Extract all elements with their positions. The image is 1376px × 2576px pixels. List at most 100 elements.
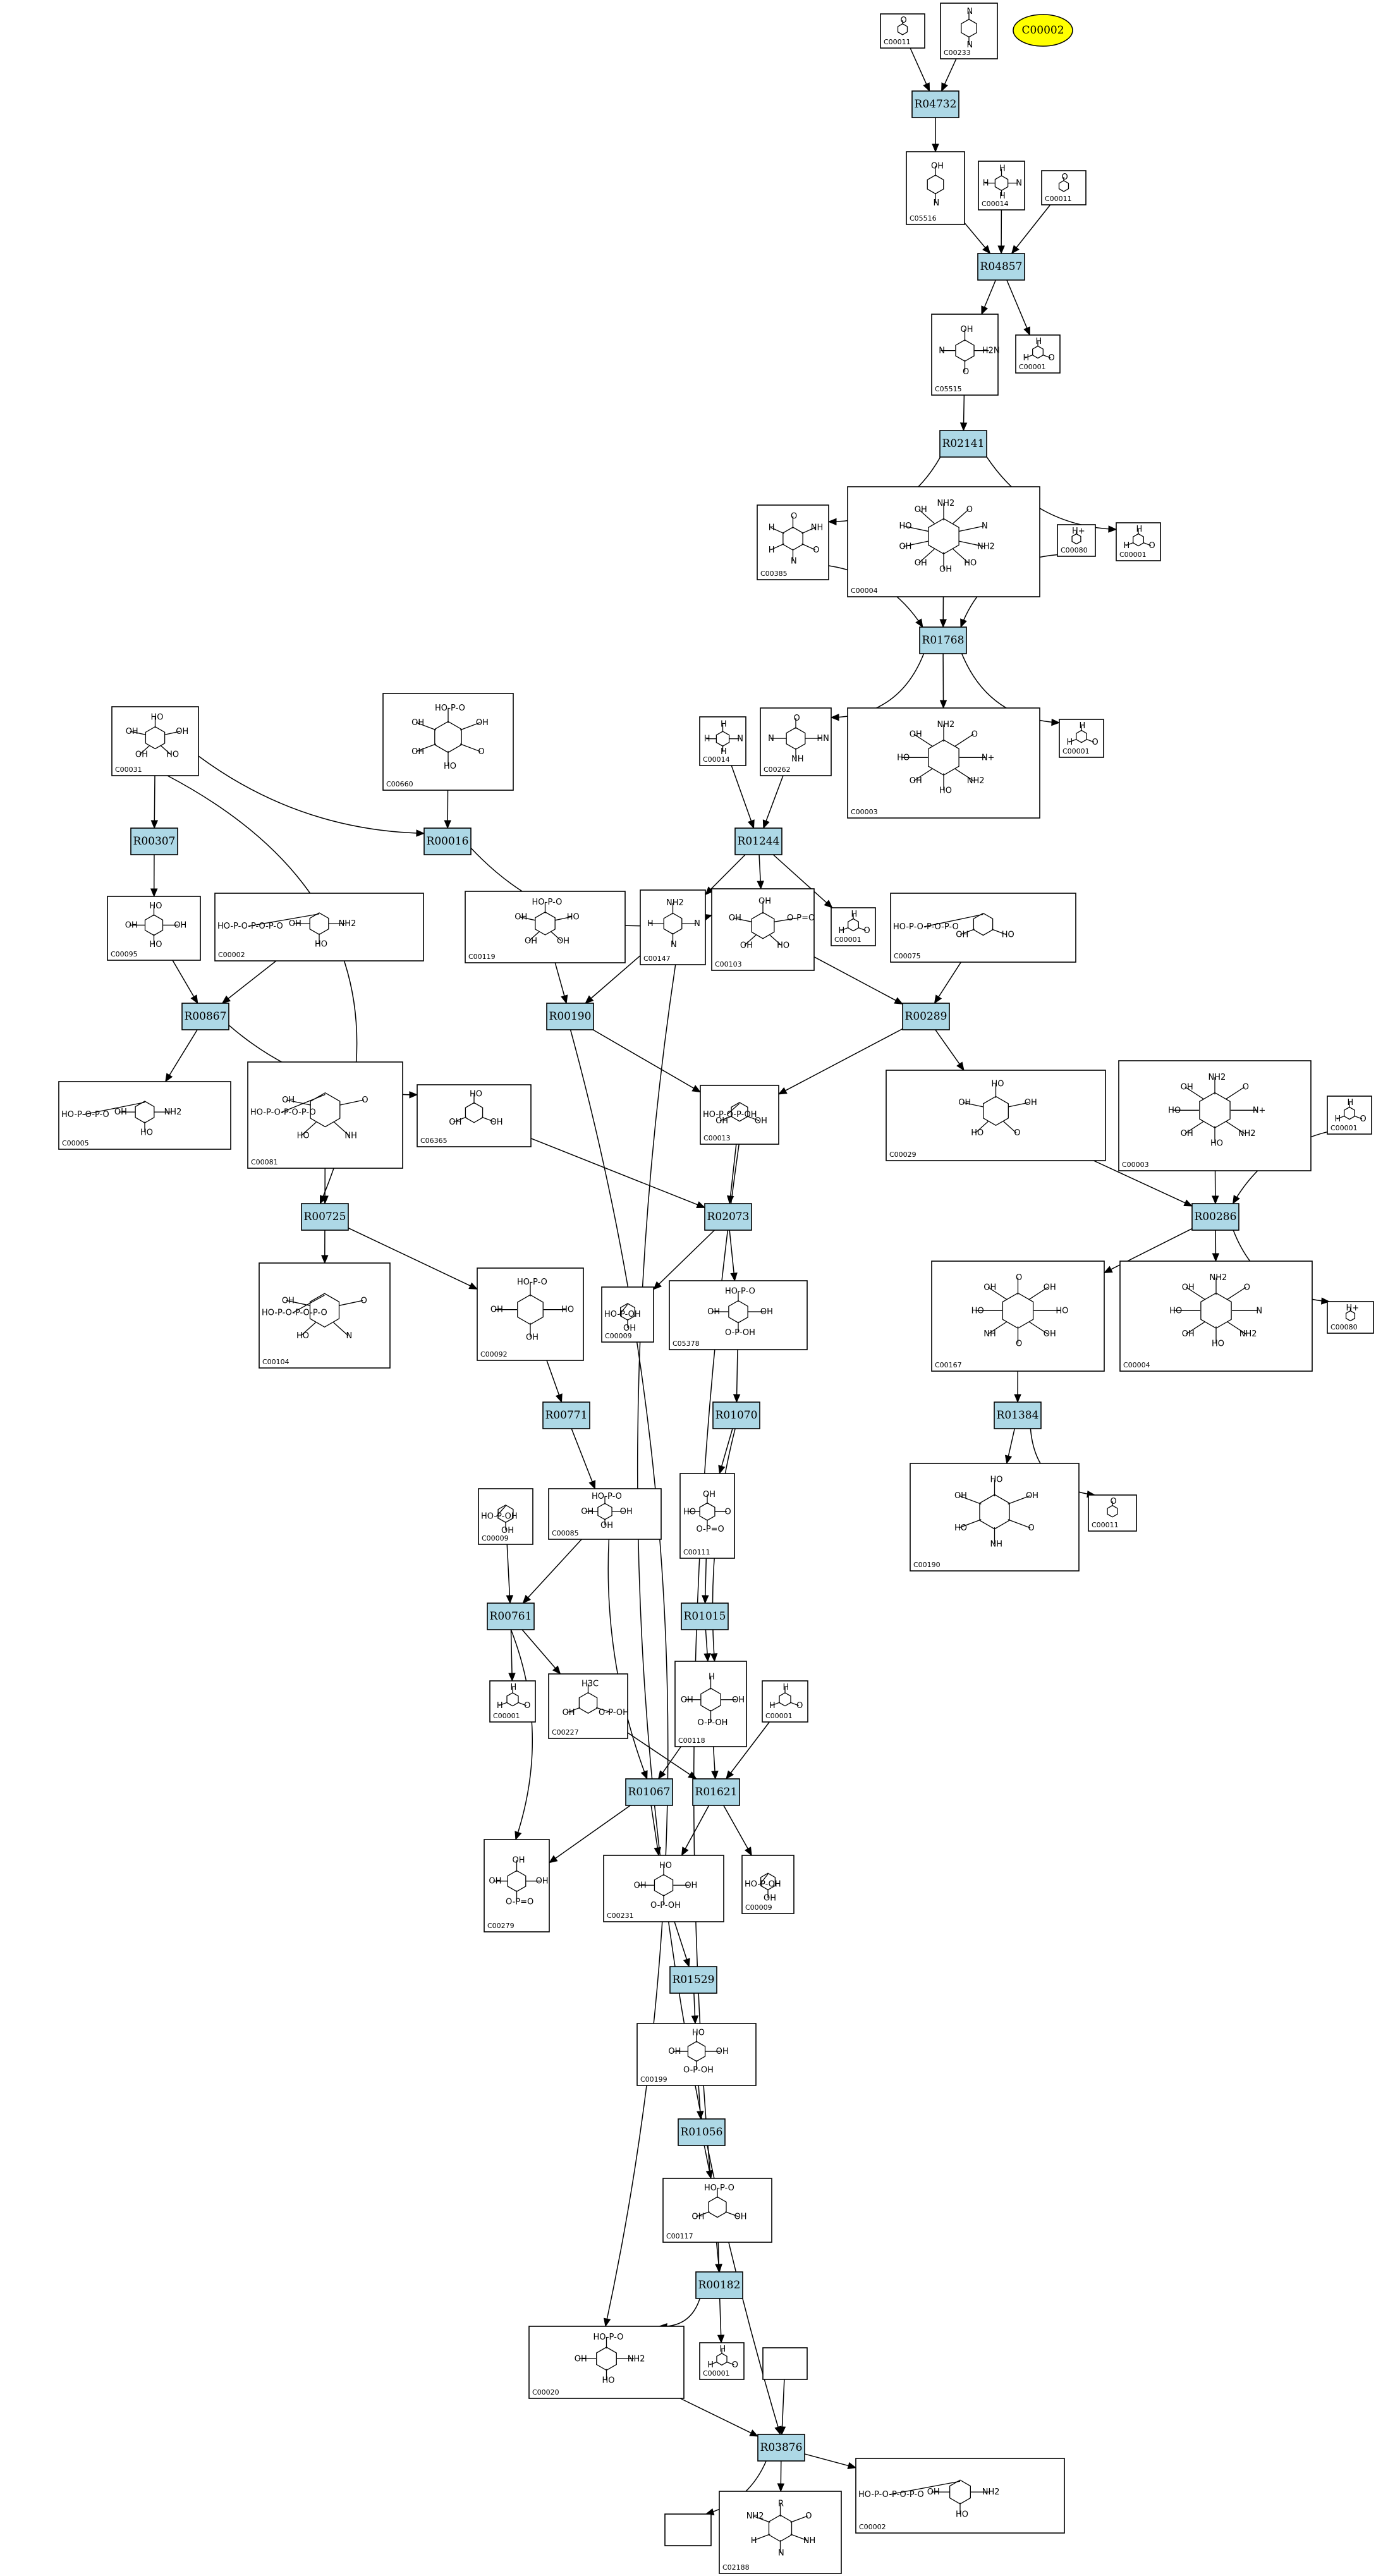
arrowhead xyxy=(150,820,159,829)
reaction-r02141[interactable]: R02141 xyxy=(939,430,987,458)
reaction-r01244[interactable]: R01244 xyxy=(734,827,782,855)
reaction-r03876[interactable]: R03876 xyxy=(757,2434,805,2462)
compound-id-label: C00011 xyxy=(1045,195,1072,203)
reaction-r00182[interactable]: R00182 xyxy=(695,2271,743,2299)
reaction-r01529[interactable]: R01529 xyxy=(669,1966,717,1994)
reaction-box xyxy=(939,430,987,458)
reaction-r00725[interactable]: R00725 xyxy=(301,1203,349,1231)
atom-label: OH xyxy=(732,1695,745,1705)
compound-id-label: C00147 xyxy=(643,955,671,963)
reaction-r00761[interactable]: R00761 xyxy=(487,1602,535,1630)
reaction-r00016[interactable]: R00016 xyxy=(423,827,472,855)
reaction-r00289[interactable]: R00289 xyxy=(902,1003,950,1030)
reaction-r00286[interactable]: R00286 xyxy=(1191,1203,1239,1231)
compound-c00080-b[interactable]: H+C00080 xyxy=(1327,1301,1374,1334)
reaction-r01015[interactable]: R01015 xyxy=(681,1602,729,1630)
reaction-r00771[interactable]: R00771 xyxy=(542,1401,590,1429)
compound-c00080-a[interactable]: H+C00080 xyxy=(1057,524,1096,557)
reaction-r00307[interactable]: R00307 xyxy=(130,827,178,855)
reaction-r00190[interactable]: R00190 xyxy=(546,1003,594,1030)
reaction-r01070[interactable]: R01070 xyxy=(712,1401,760,1429)
arrowhead xyxy=(730,1272,738,1282)
reaction-box xyxy=(542,1401,590,1429)
reaction-r01621[interactable]: R01621 xyxy=(692,1778,740,1806)
bond xyxy=(139,745,150,755)
arrowhead xyxy=(1014,1394,1021,1403)
reaction-label: R00867 xyxy=(185,1010,227,1023)
arrowhead xyxy=(703,1653,711,1663)
compound-blank-b[interactable] xyxy=(664,2513,712,2546)
reaction-r01056[interactable]: R01056 xyxy=(678,2118,726,2146)
highlight-hl-c00002[interactable]: C00002 xyxy=(1013,14,1073,47)
atom-label: R xyxy=(778,2500,784,2509)
reaction-r01768[interactable]: R01768 xyxy=(919,626,967,654)
reaction-r04857[interactable]: R04857 xyxy=(977,253,1025,281)
edge-R00725>c00092 xyxy=(348,1227,478,1290)
atom-label: H xyxy=(720,2345,726,2354)
reaction-r01067[interactable]: R01067 xyxy=(625,1778,673,1806)
compound-blank-a[interactable] xyxy=(762,2347,808,2380)
reaction-r01384[interactable]: R01384 xyxy=(994,1401,1042,1429)
bond xyxy=(733,917,752,922)
reaction-r02073[interactable]: R02073 xyxy=(704,1203,752,1231)
reaction-r04732[interactable]: R04732 xyxy=(911,90,959,118)
compound-box xyxy=(640,889,706,965)
reaction-r00867[interactable]: R00867 xyxy=(181,1003,229,1030)
